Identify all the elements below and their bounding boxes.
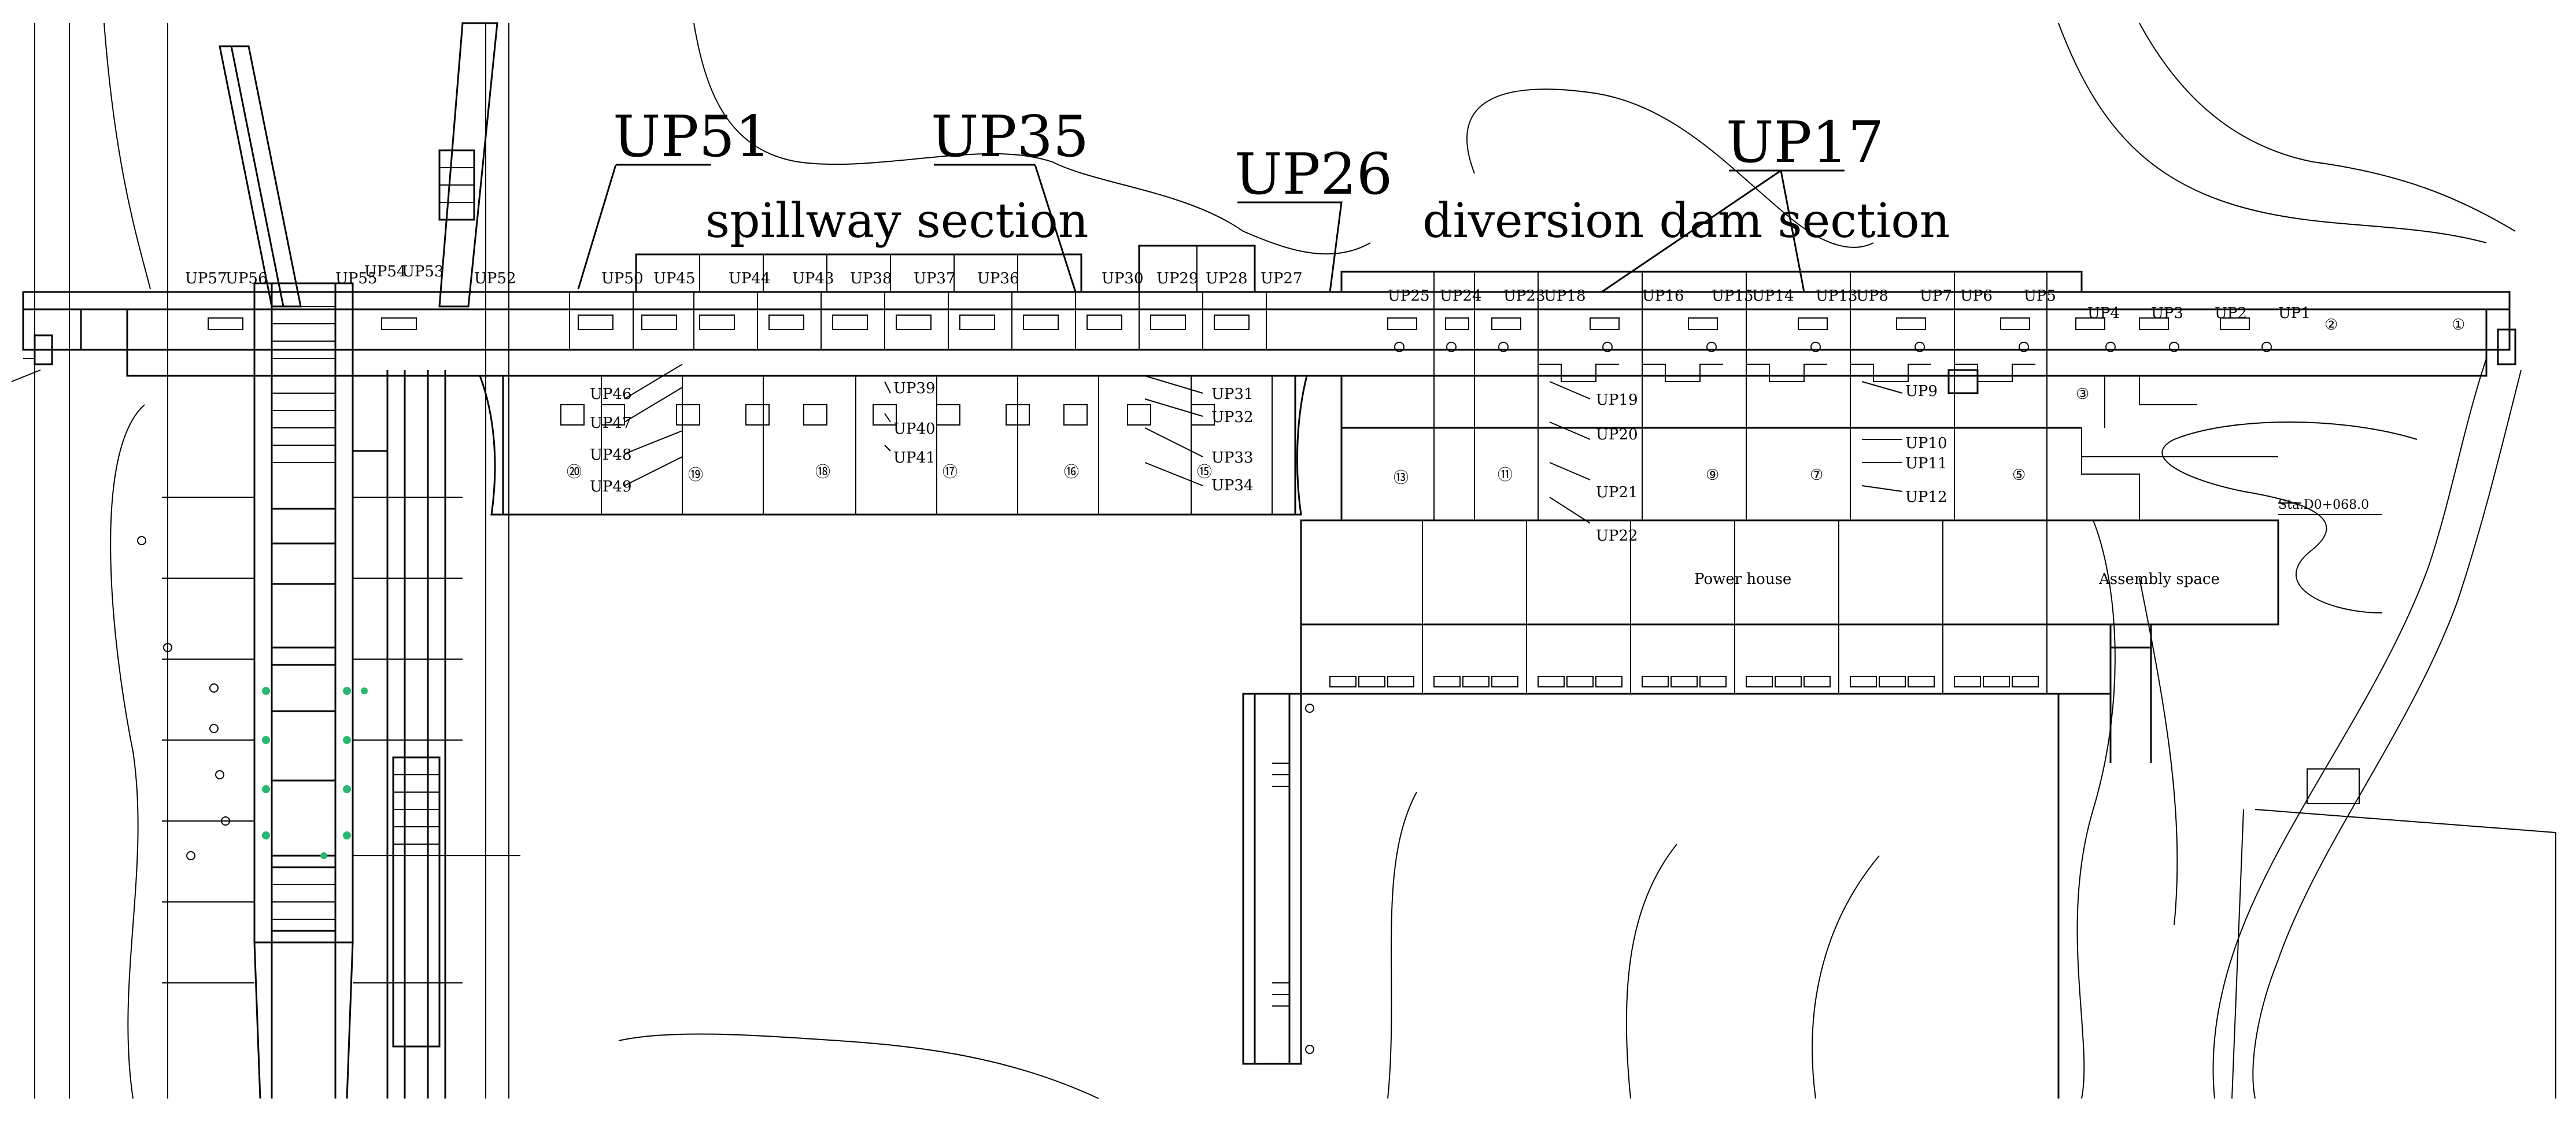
terrain-contours (34, 23, 2556, 1099)
point-label: UP45 (653, 270, 696, 287)
callout-up35: UP35 (931, 104, 1089, 170)
point-label: UP36 (977, 270, 1019, 287)
monolith-number: ② (2324, 316, 2338, 334)
point-label: UP43 (792, 270, 834, 287)
point-label: UP2 (2215, 305, 2247, 322)
diversion-dam-section-label: diversion dam section (1422, 194, 1950, 249)
point-label: UP49 (590, 478, 632, 495)
point-label: UP15 (1712, 287, 1754, 305)
point-label: UP20 (1596, 426, 1638, 443)
point-label: UP56 (226, 270, 268, 287)
callout-up26: UP26 (1235, 142, 1392, 208)
point-label: UP27 (1261, 270, 1303, 287)
point-label: UP34 (1211, 477, 1254, 494)
point-label: UP29 (1156, 270, 1199, 287)
monolith-number: ⑲ (688, 467, 703, 484)
point-label: UP31 (1211, 386, 1254, 403)
point-label: UP39 (893, 380, 936, 397)
point-label: UP54 (364, 263, 406, 280)
point-label: UP16 (1642, 287, 1684, 305)
point-label: UP38 (850, 270, 892, 287)
point-label: UP5 (2024, 287, 2056, 305)
lower-monitoring-points: UP46 UP47 UP48 UP49 UP39 UP40 UP41 UP31 … (590, 380, 1947, 545)
point-label: UP6 (1960, 287, 1993, 305)
assembly-space-label: Assembly space (2098, 571, 2220, 588)
top-monitoring-points: UP57 UP56 UP55 UP54 UP53 UP52 UP50 UP45 … (185, 263, 2311, 322)
point-label: UP55 (335, 270, 378, 287)
callout-up51: UP51 (613, 104, 771, 170)
monolith-number: ⑮ (1197, 464, 1212, 481)
monolith-numbers: ⑳ ⑲ ⑱ ⑰ ⑯ ⑮ ⑬ ⑪ ⑨ ⑦ ⑤ ③ ② ① (567, 316, 2465, 487)
monolith-number: ③ (2076, 386, 2089, 403)
monolith-number: ⑱ (815, 464, 830, 481)
point-label: UP52 (474, 270, 516, 287)
instrument-leaders (624, 364, 1903, 524)
point-label: UP57 (185, 270, 227, 287)
point-label: UP47 (590, 415, 632, 432)
point-label: UP1 (2278, 305, 2311, 322)
point-label: UP46 (590, 386, 632, 403)
point-label: UP21 (1596, 484, 1638, 501)
spillway-section (208, 245, 1308, 516)
callout-up17: UP17 (1726, 110, 1884, 176)
point-label: UP11 (1905, 455, 1947, 472)
point-label: UP10 (1905, 435, 1947, 452)
point-label: UP33 (1211, 449, 1254, 467)
powerhouse-block (1242, 457, 2382, 1099)
point-label: UP22 (1596, 527, 1638, 545)
ship-lock-structure (137, 22, 520, 1099)
monolith-number: ⑰ (943, 464, 958, 481)
dam-crest (11, 291, 2516, 382)
point-label: UP7 (1920, 287, 1952, 305)
point-label: UP50 (601, 270, 644, 287)
monolith-number: ⑨ (1706, 467, 1719, 484)
point-label: UP44 (729, 270, 771, 287)
point-label: UP40 (893, 420, 936, 438)
monolith-number: ⑯ (1064, 464, 1079, 481)
callout-leaders (577, 164, 1845, 293)
point-label: UP9 (1905, 383, 1938, 400)
station-label: Sta.D0+068.0 (2278, 498, 2369, 512)
point-label: UP48 (590, 446, 632, 464)
point-label: UP23 (1503, 287, 1546, 305)
point-label: UP4 (2087, 305, 2120, 322)
powerhouse-label: Power house (1694, 571, 1791, 588)
monolith-number: ⑤ (2012, 467, 2026, 484)
point-label: UP32 (1211, 409, 1254, 426)
point-label: UP37 (914, 270, 956, 287)
spillway-section-label: spillway section (705, 194, 1089, 249)
monolith-number: ⑳ (567, 464, 582, 481)
point-label: UP12 (1905, 489, 1947, 506)
point-label: UP3 (2151, 305, 2183, 322)
point-label: UP13 (1816, 287, 1858, 305)
point-label: UP8 (1856, 287, 1888, 305)
monolith-number: ⑬ (1394, 469, 1409, 487)
point-label: UP19 (1596, 391, 1638, 409)
point-label: UP14 (1752, 287, 1794, 305)
point-label: UP18 (1544, 287, 1586, 305)
monolith-number: ⑦ (1810, 467, 1823, 484)
point-label: UP28 (1206, 270, 1248, 287)
monolith-number: ⑪ (1498, 467, 1513, 484)
point-label: UP41 (893, 449, 936, 467)
point-label: UP25 (1388, 287, 1430, 305)
monolith-number: ① (2452, 316, 2465, 334)
point-label: UP53 (402, 263, 444, 280)
point-label: UP30 (1102, 270, 1144, 287)
point-label: UP24 (1440, 287, 1482, 305)
